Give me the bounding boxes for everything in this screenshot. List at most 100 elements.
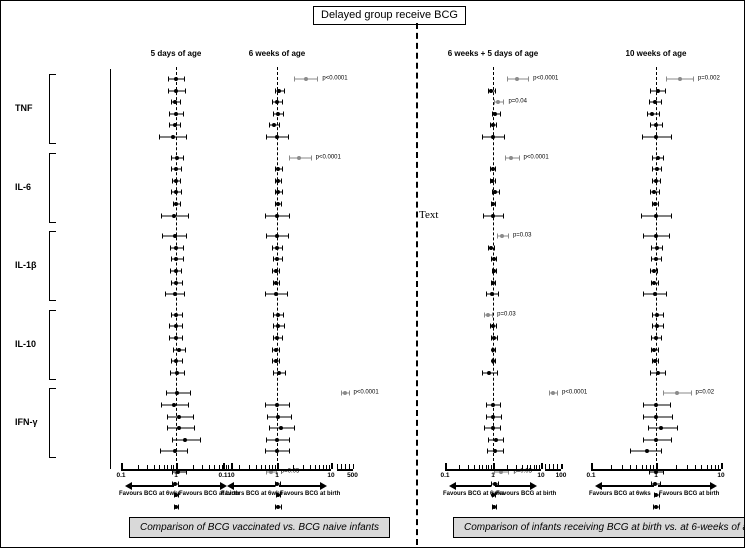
ci-cap (647, 425, 649, 431)
axis-minor-tick (218, 465, 220, 469)
ci-cap (280, 178, 282, 184)
effect-estimate-point (654, 123, 658, 128)
ci-cap (170, 99, 172, 105)
effect-estimate-point (173, 336, 178, 340)
effect-estimate-point (275, 336, 280, 340)
axis-minor-tick (695, 465, 697, 469)
ci-cap (659, 504, 661, 510)
ci-cap (491, 111, 493, 117)
ci-cap (495, 201, 497, 207)
effect-estimate-point (174, 504, 178, 509)
axis-minor-tick (645, 465, 647, 469)
ci-cap (281, 189, 283, 195)
ci-cap (491, 189, 493, 195)
ci-cap (272, 245, 274, 251)
effect-estimate-point (498, 470, 503, 474)
effect-estimate-point (492, 481, 497, 486)
group-bracket (49, 152, 56, 223)
effect-estimate-point (279, 426, 284, 431)
axis-minor-tick (192, 465, 194, 469)
group-bracket (49, 231, 56, 302)
ci-cap (494, 178, 496, 184)
ci-cap (648, 469, 650, 475)
ci-cap (281, 99, 283, 105)
center-divider (416, 23, 418, 545)
effect-estimate-point (174, 370, 179, 375)
p-value-label: p<0.0001 (315, 154, 341, 161)
ci-cap (181, 358, 183, 364)
ci-cap (179, 122, 181, 128)
ci-cap (665, 88, 667, 94)
effect-estimate-point (275, 312, 280, 317)
ci-cap (671, 213, 673, 219)
ci-cap (281, 166, 283, 172)
ci-cap (182, 256, 184, 262)
ci-cap (483, 312, 485, 318)
ci-cap (278, 358, 280, 364)
panel-title: 5 days of age (150, 49, 202, 58)
ci-cap (266, 414, 268, 420)
label-column-rule (110, 69, 111, 469)
axis-major-tick (591, 463, 593, 469)
ci-cap (265, 448, 267, 454)
x-axis-line (223, 469, 331, 471)
p-value-label: p<0.0001 (533, 75, 559, 82)
ci-cap (160, 448, 162, 454)
panel-title: 6 weeks + 5 days of age (447, 49, 539, 58)
effect-estimate-point (174, 324, 178, 329)
axis-minor-tick (268, 465, 270, 469)
axis-major-tick (493, 463, 495, 469)
ci-cap (660, 99, 662, 105)
effect-estimate-point (493, 437, 498, 442)
ci-cap (168, 76, 170, 82)
ci-cap (491, 335, 493, 341)
ci-cap (491, 481, 493, 487)
ci-cap (159, 134, 161, 140)
ci-cap (646, 111, 648, 117)
ci-cap (288, 233, 290, 239)
ci-cap (171, 166, 173, 172)
ci-cap (275, 166, 277, 172)
axis-major-tick (223, 463, 225, 469)
axis-minor-tick (488, 465, 490, 469)
ci-cap (488, 245, 490, 251)
ci-cap (662, 312, 664, 318)
effect-estimate-point (654, 336, 658, 340)
favours-left-arrow-head (227, 482, 234, 490)
effect-estimate-point (275, 437, 279, 442)
effect-estimate-point (275, 493, 280, 498)
ci-cap (518, 155, 520, 161)
effect-estimate-point (172, 403, 177, 407)
ci-cap (184, 76, 186, 82)
ci-cap (494, 99, 496, 105)
ci-cap (640, 213, 642, 219)
ci-cap (170, 370, 172, 376)
effect-estimate-point (491, 359, 496, 364)
ci-cap (499, 111, 501, 117)
effect-estimate-point (273, 280, 278, 285)
axis-tick-label: 10 (227, 472, 235, 479)
ci-cap (642, 291, 644, 297)
ci-cap (272, 99, 274, 105)
ci-cap (184, 347, 186, 353)
axis-minor-tick (482, 465, 484, 469)
ci-cap (275, 504, 277, 510)
axis-minor-tick (515, 465, 517, 469)
ci-cap (180, 178, 182, 184)
p-value-label: p=0.03 (512, 232, 532, 239)
axis-minor-tick (526, 465, 528, 469)
p-value-label: p<0.0001 (523, 154, 549, 161)
ci-cap (170, 155, 172, 161)
effect-estimate-point (174, 155, 179, 160)
effect-estimate-point (268, 470, 273, 474)
axis-tick-label: 10 (537, 472, 545, 479)
ci-cap (279, 268, 281, 274)
ci-cap (481, 370, 483, 376)
axis-tick-label: 0.1 (218, 472, 228, 479)
ci-cap (283, 111, 285, 117)
ci-cap (496, 370, 498, 376)
effect-estimate-point (172, 123, 177, 128)
ci-cap (170, 189, 172, 195)
effect-estimate-point (489, 292, 494, 297)
